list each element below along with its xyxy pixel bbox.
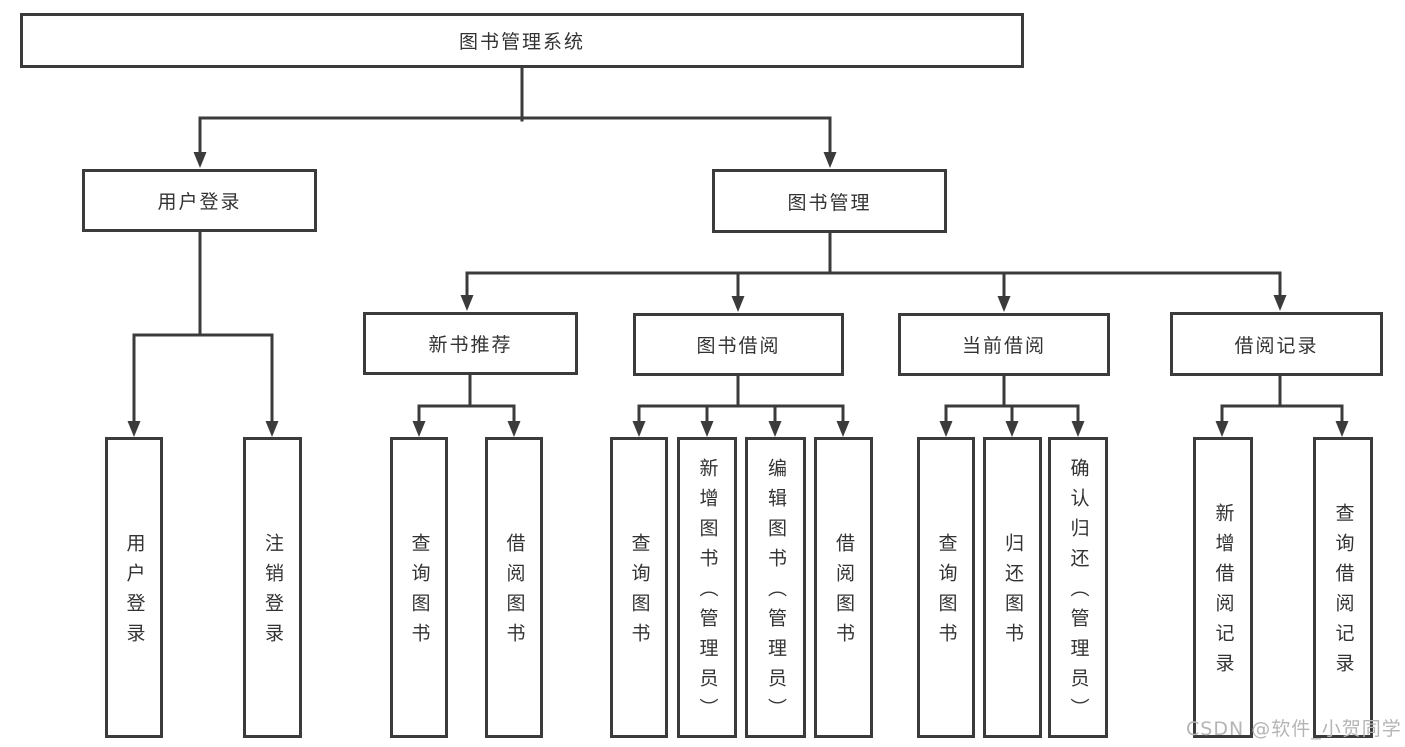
node-current-borrowing: 当前借阅 bbox=[898, 313, 1110, 376]
arrowheads bbox=[127, 152, 1349, 437]
leaf-br-add-record: 新增借阅记录 bbox=[1193, 437, 1253, 738]
leaf-cb-confirm-return-admin-label: 确认归还（管理员） bbox=[1067, 458, 1090, 728]
leaf-nbr-borrow-books-label: 借阅图书 bbox=[503, 533, 526, 653]
leaf-bb-add-books-admin-label: 新增图书（管理员） bbox=[696, 458, 719, 728]
node-borrow-records-label: 借阅记录 bbox=[1234, 334, 1319, 357]
node-book-management: 图书管理 bbox=[712, 169, 947, 233]
leaf-cb-query-books-label: 查询图书 bbox=[935, 533, 958, 653]
leaf-nbr-borrow-books: 借阅图书 bbox=[485, 437, 543, 738]
leaf-cb-query-books: 查询图书 bbox=[917, 437, 975, 738]
node-new-book-recommend: 新书推荐 bbox=[363, 312, 578, 375]
leaf-logout-label: 注销登录 bbox=[262, 533, 284, 653]
leaf-bb-query-books-label: 查询图书 bbox=[628, 533, 651, 653]
leaf-user-login-label: 用户登录 bbox=[123, 533, 146, 653]
node-borrow-records: 借阅记录 bbox=[1170, 312, 1383, 376]
node-book-borrowing: 图书借阅 bbox=[633, 313, 844, 376]
leaf-cb-return-books: 归还图书 bbox=[983, 437, 1042, 738]
leaf-bb-borrow-books-label: 借阅图书 bbox=[833, 533, 855, 653]
leaf-logout: 注销登录 bbox=[243, 437, 302, 738]
leaf-bb-borrow-books: 借阅图书 bbox=[814, 437, 873, 738]
leaf-bb-edit-books-admin-label: 编辑图书（管理员） bbox=[765, 458, 787, 728]
leaf-bb-query-books: 查询图书 bbox=[610, 437, 668, 738]
node-book-management-label: 图书管理 bbox=[787, 191, 872, 214]
node-book-borrowing-label: 图书借阅 bbox=[696, 335, 781, 357]
node-user-login-label: 用户登录 bbox=[157, 191, 242, 213]
leaf-bb-add-books-admin: 新增图书（管理员） bbox=[677, 437, 737, 738]
leaf-br-query-record: 查询借阅记录 bbox=[1313, 437, 1373, 738]
node-root-label: 图书管理系统 bbox=[458, 31, 585, 53]
leaf-cb-return-books-label: 归还图书 bbox=[1002, 533, 1024, 653]
node-current-borrowing-label: 当前借阅 bbox=[961, 335, 1046, 357]
leaf-nbr-query-books-label: 查询图书 bbox=[408, 533, 431, 653]
csdn-watermark: CSDN @软件_小贺同学 bbox=[1186, 718, 1402, 740]
node-user-login: 用户登录 bbox=[82, 169, 317, 232]
leaf-br-query-record-label: 查询借阅记录 bbox=[1332, 503, 1355, 683]
leaf-bb-edit-books-admin: 编辑图书（管理员） bbox=[745, 437, 806, 738]
node-new-book-recommend-label: 新书推荐 bbox=[428, 334, 513, 356]
leaf-br-add-record-label: 新增借阅记录 bbox=[1212, 503, 1235, 683]
leaf-user-login: 用户登录 bbox=[105, 437, 163, 738]
node-root-library-system: 图书管理系统 bbox=[20, 13, 1024, 68]
leaf-nbr-query-books: 查询图书 bbox=[390, 437, 448, 738]
leaf-cb-confirm-return-admin: 确认归还（管理员） bbox=[1048, 437, 1108, 738]
